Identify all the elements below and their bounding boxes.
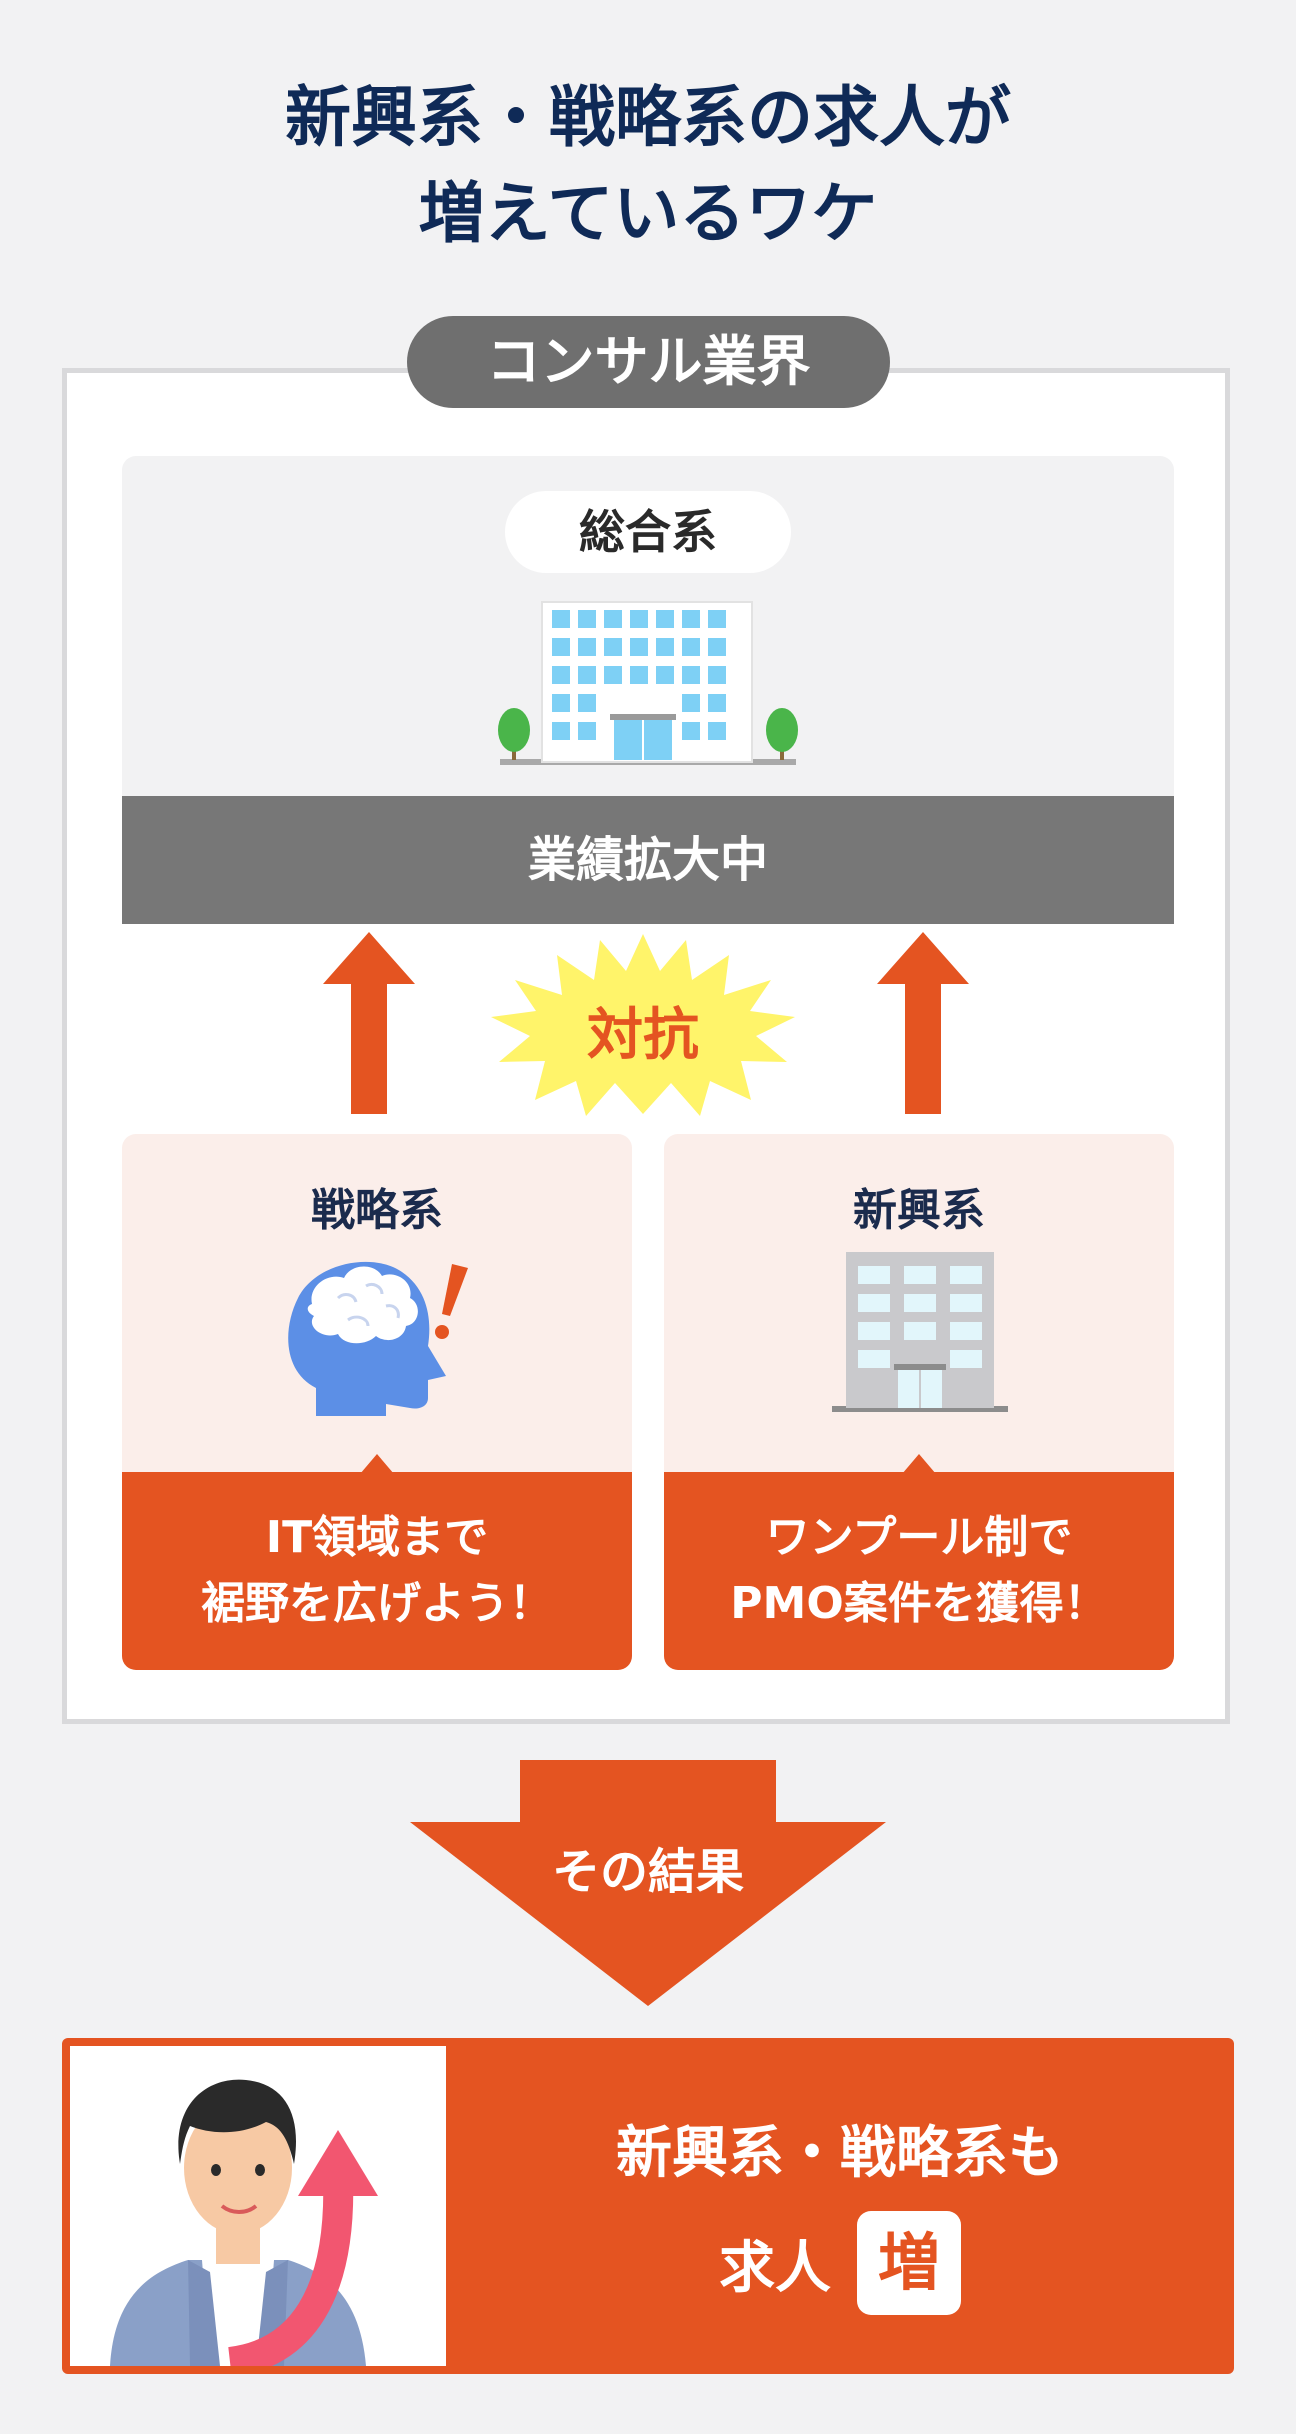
up-arrow-icon [877, 932, 969, 1114]
title-line-1: 新興系・戦略系の求人が [285, 79, 1011, 156]
pointer-triangle-icon [360, 1454, 394, 1474]
emerging-label: 新興系 [853, 1185, 985, 1236]
sogo-status-bar: 業績拡大中 [122, 796, 1174, 924]
emerging-message-line-2: PMO案件を獲得！ [730, 1578, 1108, 1629]
starburst-icon [491, 934, 795, 1116]
office-building-icon [498, 601, 798, 765]
result-line-2-text: 求人 [719, 2235, 831, 2301]
small-building-icon [832, 1252, 1008, 1412]
result-line-1: 新興系・戦略系も [616, 2121, 1064, 2186]
thinking-head-icon [288, 1261, 468, 1416]
strategy-label: 戦略系 [311, 1185, 443, 1236]
emerging-message-line-1: ワンプール制で [765, 1512, 1073, 1563]
person-illustration [70, 2046, 446, 2366]
up-arrow-icon [323, 932, 415, 1114]
increase-badge: 増 [857, 2211, 961, 2315]
strategy-message-line-1: IT領域まで [265, 1512, 489, 1563]
page-title: 新興系・戦略系の求人が 増えているワケ [0, 70, 1296, 262]
sogo-label: 総合系 [505, 491, 791, 573]
emerging-card: 新興系 ワンプール制で PMO案件を獲得！ [664, 1134, 1174, 1670]
emerging-message: ワンプール制で PMO案件を獲得！ [664, 1472, 1174, 1670]
strategy-card: 戦略系 IT領域まで 裾野を広げよう！ [122, 1134, 632, 1670]
rivalry-label: 対抗 [587, 1003, 699, 1068]
title-line-2: 増えているワケ [418, 175, 878, 252]
result-line-2: 求人 増 [446, 2208, 1234, 2318]
industry-tab: コンサル業界 [407, 316, 890, 408]
pointer-triangle-icon [902, 1454, 936, 1474]
businessman-icon [110, 2079, 378, 2366]
down-arrow-icon [410, 1760, 886, 2006]
result-label: その結果 [551, 1844, 744, 1900]
strategy-message-line-2: 裾野を広げよう！ [201, 1578, 553, 1629]
strategy-message: IT領域まで 裾野を広げよう！ [122, 1472, 632, 1670]
